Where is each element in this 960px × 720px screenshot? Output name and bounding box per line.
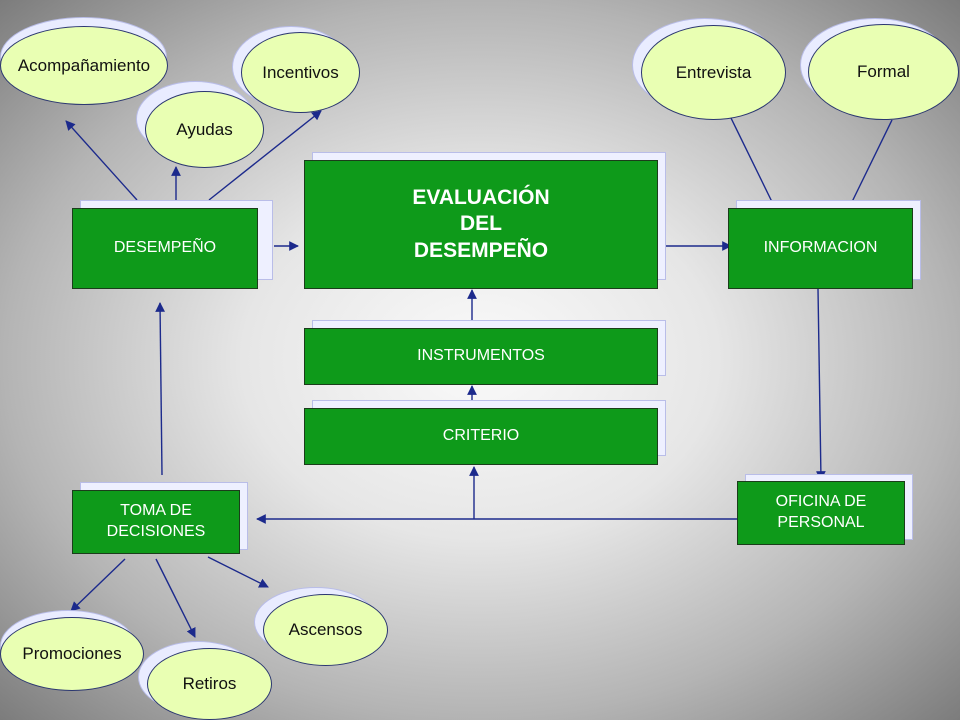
criterio-label: CRITERIO [442,427,520,445]
oficina-personal-label: OFICINA DE PERSONAL [775,493,867,531]
ascensos-label: Ascensos [288,620,363,639]
arrow-toma-to-ascensos [207,556,269,588]
entrevista-label: Entrevista [675,62,752,82]
acompanamiento-label: Acompañamiento [17,55,151,75]
informacion-box: INFORMACION [728,208,913,289]
arrow-toma-to-desempeno [155,302,166,476]
ayudas-ellipse: Ayudas [145,91,264,168]
oficina-de-personal-box: OFICINA DE PERSONAL [737,481,905,545]
ascensos-ellipse: Ascensos [263,594,388,666]
evaluacion-del-desempeno-box: EVALUACIÓN DEL DESEMPEÑO [304,160,658,289]
acompanamiento-ellipse: Acompañamiento [0,26,168,105]
entrevista-ellipse: Entrevista [641,25,786,120]
evaluacion-label: EVALUACIÓN DEL DESEMPEÑO [412,186,550,262]
instrumentos-box: INSTRUMENTOS [304,328,658,385]
formal-ellipse: Formal [808,24,959,120]
promociones-ellipse: Promociones [0,617,144,691]
toma-de-decisiones-box: TOMA DE DECISIONES [72,490,240,554]
formal-label: Formal [857,62,910,81]
instrumentos-label: INSTRUMENTOS [417,347,545,365]
promociones-label: Promociones [22,644,122,663]
line-entrevista-to-informacion [729,115,776,209]
retiros-label: Retiros [182,674,237,693]
retiros-ellipse: Retiros [147,648,272,720]
ayudas-label: Ayudas [176,119,233,139]
desempeno-box: DESEMPEÑO [72,208,258,289]
desempeno-label: DESEMPEÑO [113,239,217,257]
incentivos-ellipse: Incentivos [241,32,360,113]
criterio-box: CRITERIO [304,408,658,465]
arrow-desempeno-to-acompanamiento [65,120,138,201]
line-formal-to-informacion [848,119,893,209]
incentivos-label: Incentivos [262,62,339,82]
arrow-informacion-to-oficina [815,288,826,481]
toma-decisiones-label: TOMA DE DECISIONES [106,502,206,540]
informacion-label: INFORMACION [763,239,878,257]
arrow-desempeno-to-incentivos [208,110,322,201]
arrow-toma-to-promociones [70,558,126,612]
arrow-toma-to-retiros [155,558,196,638]
